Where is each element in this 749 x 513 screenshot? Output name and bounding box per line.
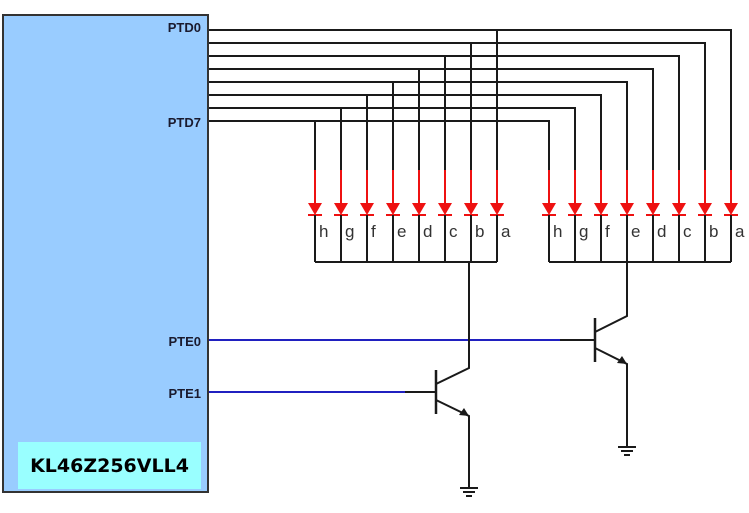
bus-wire-ptd3 (209, 68, 654, 190)
segment-label-a: a (735, 222, 745, 241)
led-b-icon (464, 203, 478, 215)
bus-wire-ptd7 (209, 120, 550, 190)
led-d-icon (412, 203, 426, 215)
transistor-q1-collector (594, 262, 628, 333)
bus-wire-ptd1 (209, 42, 706, 190)
pin-label-ptd0: PTD0 (167, 20, 201, 35)
segment-label-a: a (501, 222, 511, 241)
segment-label-h: h (553, 222, 562, 241)
led-h-icon (308, 203, 322, 215)
bus-wire-ptd5 (209, 94, 602, 190)
led-c-icon (672, 203, 686, 215)
transistor-q1-emitter-arrow-icon (617, 356, 627, 364)
led-f-icon (360, 203, 374, 215)
segment-label-d: d (657, 222, 666, 241)
segment-label-c: c (683, 222, 692, 241)
segment-label-b: b (709, 222, 718, 241)
led-g-icon (568, 203, 582, 215)
segment-label-c: c (449, 222, 458, 241)
segment-label-f: f (371, 222, 376, 241)
bus-wire-ptd6 (209, 107, 576, 190)
led-h-icon (542, 203, 556, 215)
led-e-icon (386, 203, 400, 215)
segment-label-h: h (319, 222, 328, 241)
chip-name: KL46Z256VLL4 (30, 454, 189, 477)
segment-label-e: e (631, 222, 640, 241)
led-d-icon (646, 203, 660, 215)
chip-name-box: KL46Z256VLL4 (18, 442, 201, 489)
transistor-q2-collector (435, 262, 470, 385)
transistor-q2-emitter-arrow-icon (459, 408, 469, 416)
bus-wire-ptd4 (209, 81, 628, 190)
segment-label-b: b (475, 222, 484, 241)
led-a-icon (490, 203, 504, 215)
segment-label-e: e (397, 222, 406, 241)
segment-label-g: g (345, 222, 354, 241)
led-b-icon (698, 203, 712, 215)
segment-label-f: f (605, 222, 610, 241)
led-c-icon (438, 203, 452, 215)
pin-label-pte0: PTE0 (168, 334, 201, 349)
led-g-icon (334, 203, 348, 215)
led-a-icon (724, 203, 738, 215)
segment-label-g: g (579, 222, 588, 241)
bus-wire-ptd0 (209, 29, 732, 190)
led-f-icon (594, 203, 608, 215)
segment-label-d: d (423, 222, 432, 241)
bus-wire-ptd2 (209, 55, 680, 190)
mcu-block: PTD0 PTD7 PTE0 PTE1 KL46Z256VLL4 (2, 14, 209, 493)
pin-label-ptd7: PTD7 (167, 115, 201, 130)
pin-label-pte1: PTE1 (168, 386, 201, 401)
led-e-icon (620, 203, 634, 215)
